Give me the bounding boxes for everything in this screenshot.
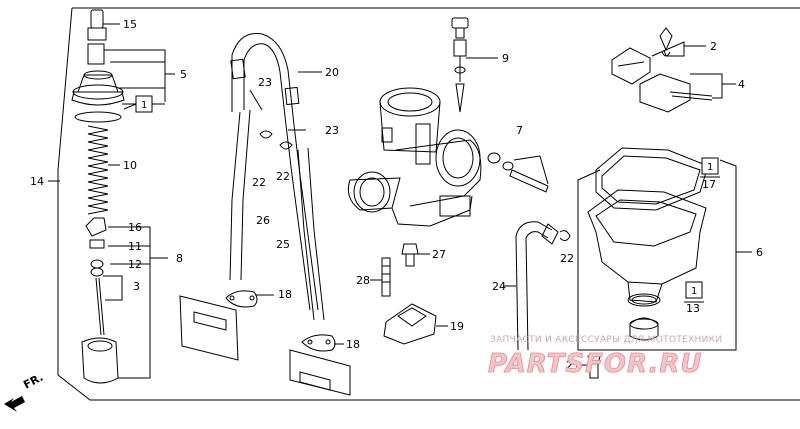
part-3-jet-needle bbox=[95, 277, 102, 336]
part-17-float-chamber-gasket bbox=[595, 147, 709, 211]
callout-8: 8 bbox=[176, 252, 183, 265]
callout-15: 15 bbox=[123, 18, 137, 31]
carburetor-body bbox=[347, 17, 549, 345]
part-26-overflow-tube bbox=[229, 111, 241, 281]
direction-label: FR. bbox=[21, 371, 45, 392]
callout-17: 17 bbox=[702, 178, 716, 191]
part-25-drain-tube bbox=[297, 149, 315, 321]
callout-24: 24 bbox=[492, 280, 506, 293]
callout-5: 5 bbox=[180, 68, 187, 81]
part-18-plate-right bbox=[289, 349, 351, 396]
callout-10: 10 bbox=[123, 159, 137, 172]
part-7-air-screw bbox=[509, 169, 549, 193]
vent-tubes-group bbox=[179, 32, 351, 396]
callout-7: 7 bbox=[516, 124, 523, 137]
callout-22b: 22 bbox=[276, 170, 290, 183]
callout-21: 21 bbox=[566, 359, 580, 372]
front-arrow-icon: FR. bbox=[4, 371, 45, 412]
callout-22a: 22 bbox=[252, 176, 266, 189]
part-15-adjuster bbox=[90, 9, 104, 29]
part-16-retainer bbox=[85, 217, 107, 237]
part-10-spring bbox=[87, 125, 109, 215]
throttle-valve-slide bbox=[81, 337, 119, 384]
part-1-o-ring-bottom bbox=[627, 293, 661, 307]
callout-1-drain: 1 bbox=[691, 286, 697, 297]
watermark-tagline: ЗАПЧАСТИ И АКСЕССУАРЫ ДЛЯ МОТОТЕХНИКИ bbox=[490, 335, 722, 345]
part-19-float bbox=[383, 303, 437, 345]
callout-22c: 22 bbox=[560, 252, 574, 265]
part-4-float-pin bbox=[639, 73, 691, 113]
float-chamber bbox=[587, 189, 707, 285]
part-28-needle-jet bbox=[381, 257, 391, 297]
callout-6: 6 bbox=[756, 246, 763, 259]
assembly-boundary bbox=[57, 7, 800, 401]
callout-19: 19 bbox=[450, 320, 464, 333]
callout-4: 4 bbox=[738, 78, 745, 91]
callout-3: 3 bbox=[133, 280, 140, 293]
callout-11: 11 bbox=[128, 240, 142, 253]
callout-28: 28 bbox=[356, 274, 370, 287]
callout-23b: 23 bbox=[325, 124, 339, 137]
throttle-valve-group bbox=[48, 9, 175, 384]
callout-25: 25 bbox=[276, 238, 290, 251]
callout-1-gasket: 1 bbox=[707, 162, 713, 173]
callout-16: 16 bbox=[128, 221, 142, 234]
box-1-drain bbox=[685, 281, 703, 299]
float-bowl-group bbox=[515, 27, 737, 379]
part-1-o-ring-top bbox=[74, 111, 122, 123]
callout-18b: 18 bbox=[346, 338, 360, 351]
callout-14: 14 bbox=[30, 175, 44, 188]
callout-2: 2 bbox=[710, 40, 717, 53]
part-11-clip-plate bbox=[89, 239, 105, 249]
callout-18a: 18 bbox=[278, 288, 292, 301]
part-27-main-jet bbox=[401, 243, 419, 255]
callout-9: 9 bbox=[502, 52, 509, 65]
box-1-gasket bbox=[701, 157, 719, 175]
part-12-clip bbox=[90, 259, 104, 269]
callout-1-top: 1 bbox=[141, 100, 147, 111]
callout-13: 13 bbox=[686, 302, 700, 315]
part-18-plate-left bbox=[179, 295, 239, 361]
part-9-valve-cap bbox=[451, 17, 469, 29]
callout-20: 20 bbox=[325, 66, 339, 79]
callout-23a: 23 bbox=[258, 76, 272, 89]
part-13-drain-plug bbox=[629, 317, 659, 341]
callout-12: 12 bbox=[128, 258, 142, 271]
callout-26: 26 bbox=[256, 214, 270, 227]
part-20-air-vent-tube bbox=[231, 32, 319, 311]
watermark-logo: PARTSFOR.RU bbox=[488, 349, 702, 379]
part-24-overflow-tube bbox=[515, 221, 553, 351]
part-2-float-valve bbox=[611, 47, 651, 85]
part-5-cable-adjuster bbox=[87, 43, 105, 65]
callout-27: 27 bbox=[432, 248, 446, 261]
